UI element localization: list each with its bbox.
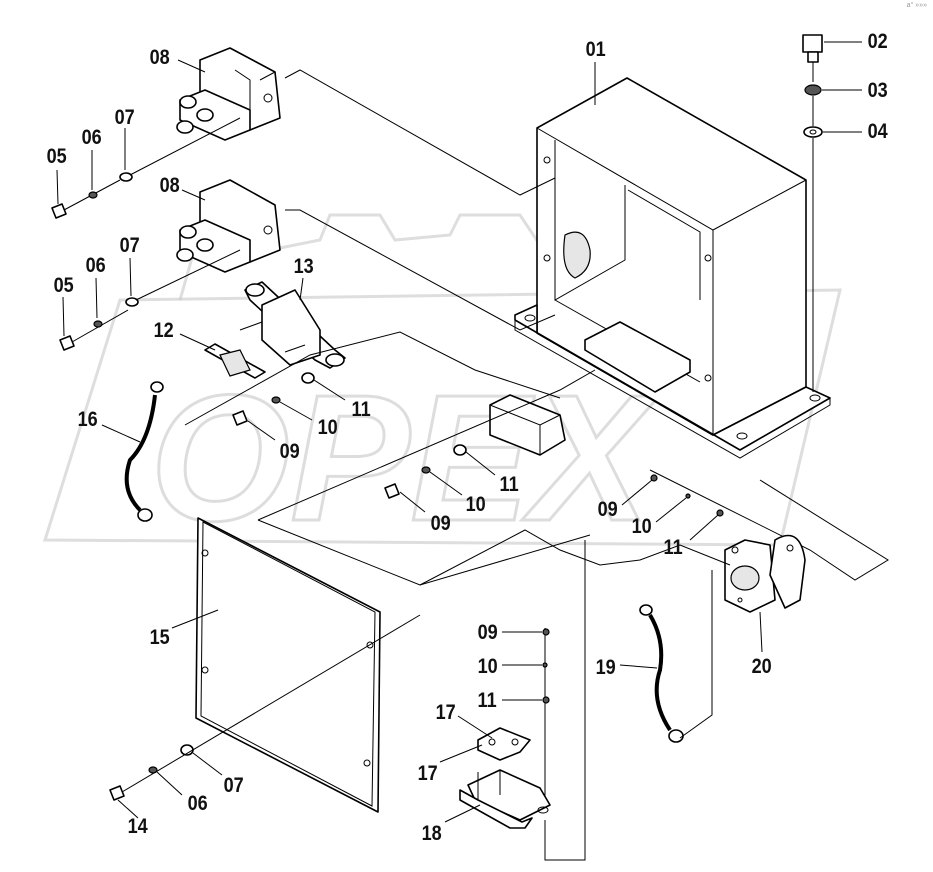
label-18: 18 — [422, 822, 442, 846]
label-02: 02 — [868, 30, 888, 54]
label-07-lower: 07 — [120, 234, 140, 258]
corner-mark: a° »»» — [906, 2, 927, 9]
label-12: 12 — [154, 319, 174, 343]
label-11-a: 11 — [352, 398, 371, 422]
relay-08-upper — [176, 47, 281, 141]
fasteners-upper — [51, 172, 133, 219]
label-07-upper: 07 — [115, 106, 135, 130]
fasteners-stack — [542, 628, 550, 704]
fasteners-cover — [109, 744, 194, 801]
label-10-d: 10 — [478, 655, 498, 679]
label-15: 15 — [150, 626, 170, 650]
label-06-cover: 06 — [188, 792, 208, 816]
fasteners-lower — [59, 297, 139, 351]
label-16: 16 — [78, 408, 98, 432]
label-08-upper: 08 — [150, 46, 170, 70]
cable-19 — [639, 604, 684, 743]
relay-block-mid — [384, 394, 566, 499]
label-19: 19 — [596, 656, 616, 680]
nut-03 — [804, 84, 822, 96]
label-06-upper: 06 — [82, 126, 102, 150]
label-14: 14 — [128, 815, 148, 839]
label-09-b: 09 — [431, 512, 451, 536]
label-03: 03 — [868, 79, 888, 103]
label-13: 13 — [294, 255, 314, 279]
watermark-text: OPEX — [150, 358, 660, 559]
label-04: 04 — [868, 120, 888, 144]
washer-04 — [803, 126, 823, 138]
label-10-a: 10 — [318, 416, 338, 440]
label-09-a: 09 — [280, 440, 300, 464]
label-05-upper: 05 — [47, 145, 67, 169]
label-17-b: 17 — [418, 762, 438, 786]
fasteners-fuse — [232, 372, 315, 426]
label-07-cover: 07 — [224, 774, 244, 798]
label-09-c: 09 — [598, 498, 618, 522]
bolt-02 — [802, 34, 823, 63]
watermark-logo: OPEX — [42, 213, 842, 561]
terminal-block-18 — [459, 769, 551, 829]
label-11-c: 11 — [664, 536, 683, 560]
label-09-d: 09 — [478, 621, 498, 645]
battery-switch-20 — [724, 534, 806, 613]
fasteners-right — [650, 474, 724, 517]
label-05-lower: 05 — [54, 274, 74, 298]
label-20: 20 — [752, 655, 772, 679]
label-11-b: 11 — [500, 473, 519, 497]
callouts: 01 02 03 04 08 07 06 05 08 07 06 05 13 1… — [47, 30, 888, 846]
label-17-a: 17 — [436, 701, 456, 725]
cable-16 — [124, 381, 164, 522]
relay-08-lower — [176, 179, 281, 273]
fuse-holder-13 — [239, 281, 346, 369]
box-housing — [514, 77, 831, 459]
label-01: 01 — [586, 38, 606, 62]
cover-plate-15 — [195, 517, 381, 813]
label-10-c: 10 — [632, 515, 652, 539]
label-10-b: 10 — [466, 493, 486, 517]
label-06-lower: 06 — [86, 254, 106, 278]
label-11-d: 11 — [478, 689, 497, 713]
clamp-plate-17 — [477, 727, 531, 761]
fuse-12 — [204, 343, 266, 379]
label-08-lower: 08 — [160, 174, 180, 198]
